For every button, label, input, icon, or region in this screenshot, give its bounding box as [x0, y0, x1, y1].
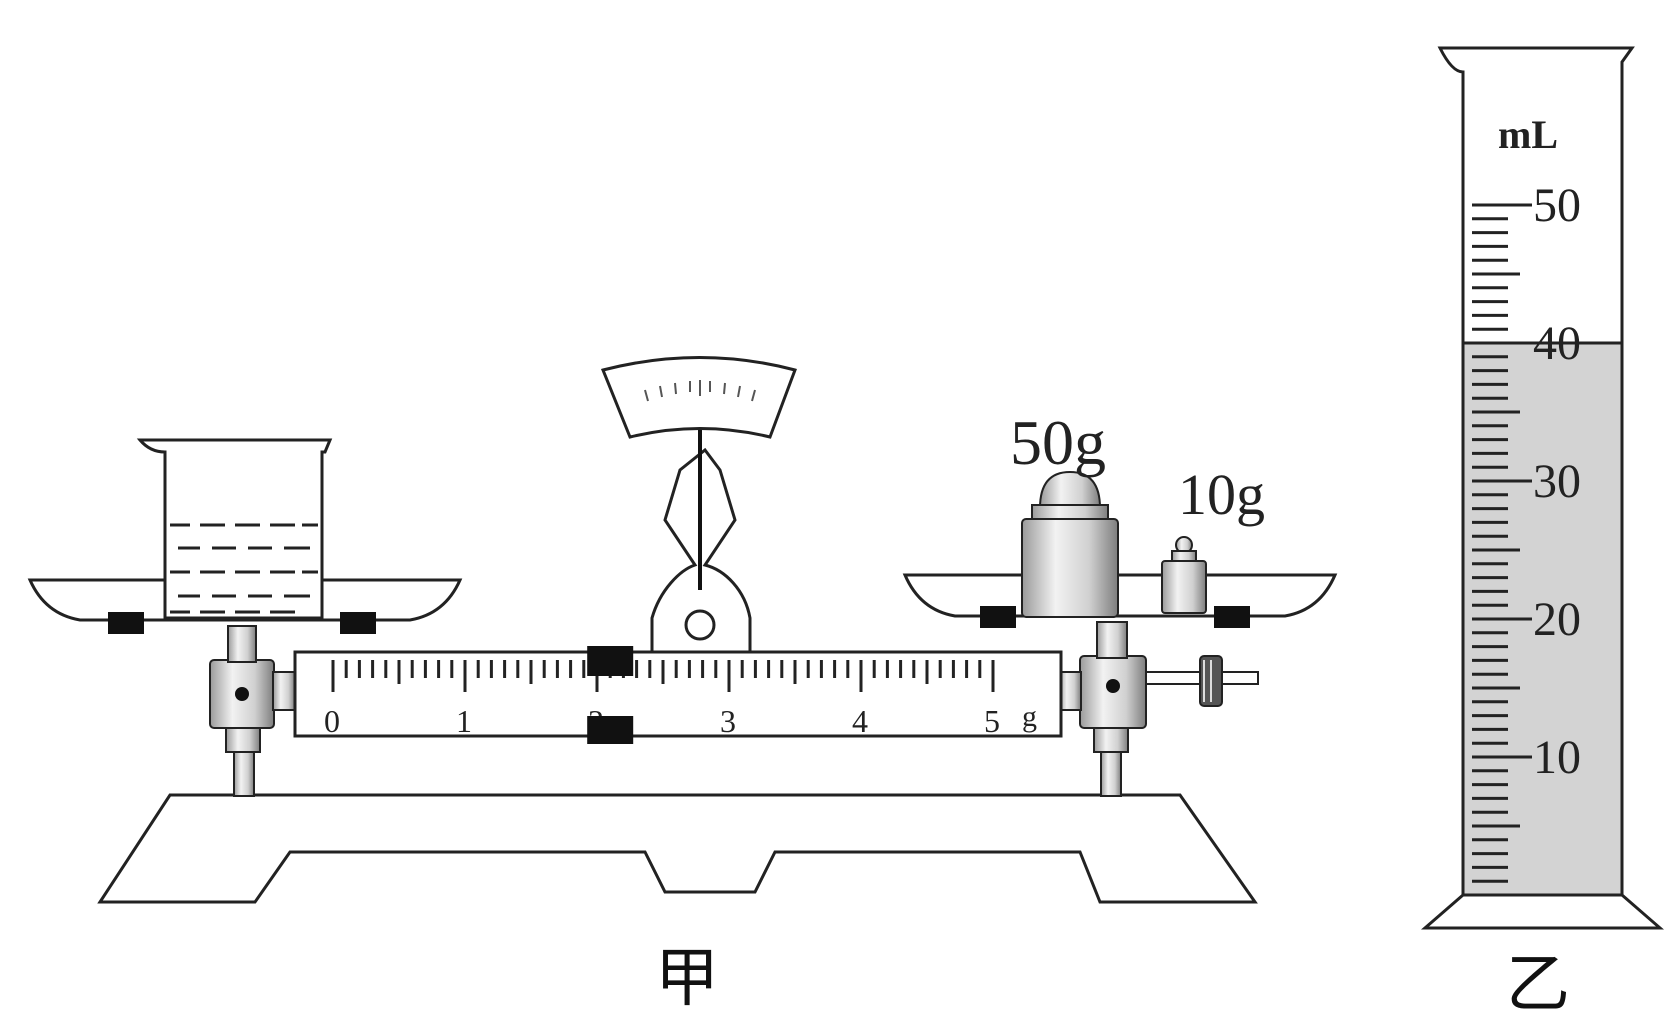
cylinder-foot [1420, 893, 1665, 930]
cylinder-label: 10 [1533, 731, 1581, 784]
balance-caption: 甲 [655, 942, 719, 1016]
cylinder-label: 50 [1533, 179, 1581, 232]
beam-tick-label: 0 [324, 703, 340, 739]
cylinder-ticks [1472, 203, 1532, 883]
right-post [1058, 621, 1147, 797]
balance: 012345 g [27, 356, 1338, 1016]
beam-scale: 012345 g [293, 646, 1063, 744]
beam-tick-label: 5 [984, 703, 1000, 739]
left-post [209, 625, 296, 797]
weight-10g [1161, 536, 1207, 614]
cylinder-label: 40 [1533, 317, 1581, 370]
rider[interactable] [587, 646, 634, 744]
balance-nut[interactable] [1145, 655, 1259, 707]
pointer-dial [600, 356, 797, 439]
cylinder-body [1437, 46, 1635, 897]
weight-large-label: 50g [1010, 407, 1106, 478]
balance-base [97, 793, 1258, 904]
right-pan: 50g 10g [902, 407, 1338, 628]
left-pan [27, 438, 463, 634]
beaker [136, 438, 333, 620]
cylinder-label: 30 [1533, 455, 1581, 508]
beam-tick-labels: 012345 [324, 703, 1000, 739]
beam-tick-label: 3 [720, 703, 736, 739]
pointer-assembly [600, 356, 797, 654]
cylinder-labels: 50 40 30 20 10 [1533, 179, 1581, 784]
graduated-cylinder: 50 40 30 20 10 mL 乙 [1420, 46, 1665, 1019]
cylinder-label: 20 [1533, 593, 1581, 646]
beam-unit-label: g [1022, 700, 1037, 733]
beam-tick-label: 1 [456, 703, 472, 739]
dial-marks [644, 380, 756, 402]
beam-tick-label: 4 [852, 703, 868, 739]
cylinder-unit-label: mL [1498, 112, 1558, 157]
weight-50g [1021, 470, 1119, 618]
cylinder-caption: 乙 [1506, 948, 1570, 1019]
weight-small-label: 10g [1178, 462, 1265, 527]
beaker-liquid [170, 523, 318, 614]
